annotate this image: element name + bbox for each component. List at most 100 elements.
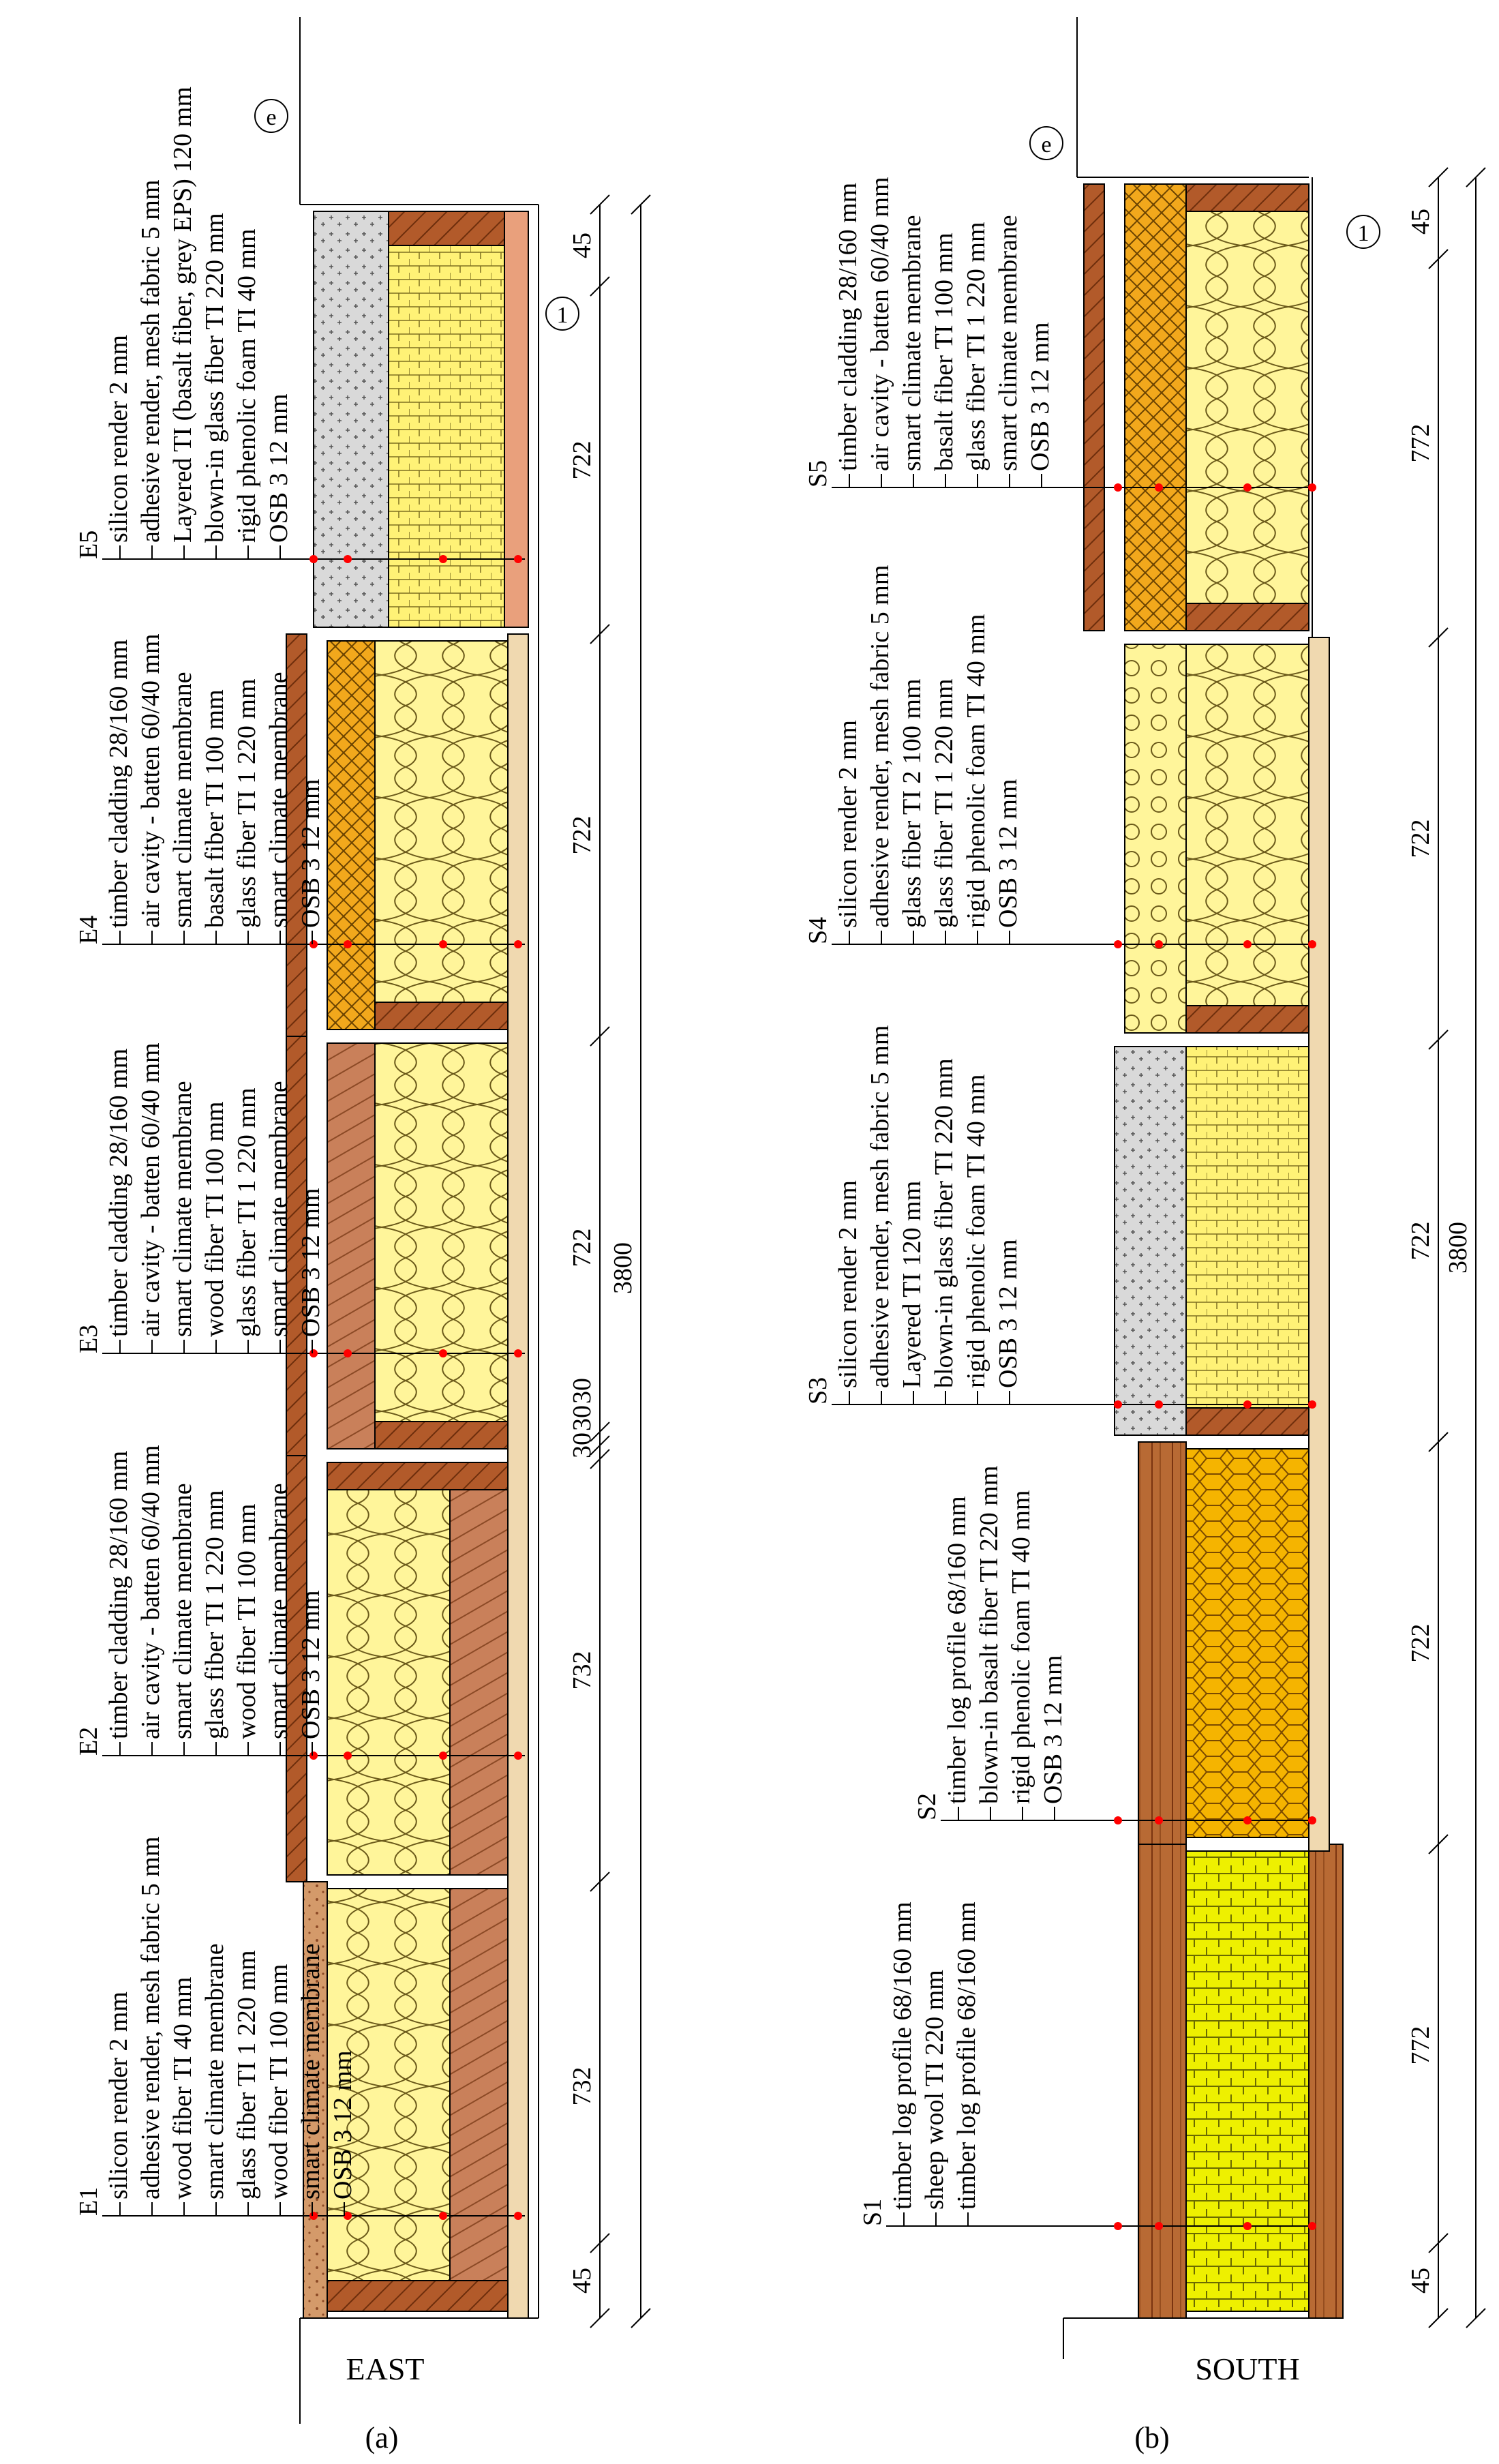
layer-label: smart climate membrane [264,1483,293,1739]
dimension-tick [590,624,610,644]
layer-label: wood fiber TI 100 mm [232,1504,261,1739]
layer-label: timber cladding 28/160 mm [104,1451,133,1739]
axis-marker-circle [254,99,288,133]
dimension-value: 772 [1406,424,1435,463]
osb-board [507,633,529,2319]
layer-label: air cavity - batten 60/40 mm [136,633,165,928]
timber-stud [374,1421,509,1449]
basalt-fiber [327,640,376,1030]
dimension-value: 722 [1406,820,1435,858]
sample-point [514,940,522,948]
dimension-value: 30 [568,1378,596,1404]
dimension-value: 722 [1406,1222,1435,1261]
sample-point [344,555,352,563]
sample-point [1243,1400,1252,1409]
axis-marker: e [1041,132,1051,157]
glass-fiber-ti1 [327,1888,451,2312]
layer-label: air cavity - batten 60/40 mm [136,1445,165,1739]
layer-label: air cavity - batten 60/40 mm [136,1042,165,1337]
layer-label: Layered TI 120 mm [898,1181,926,1388]
layer-label: blown-in glass fiber TI 220 mm [930,1058,958,1388]
timber-stud [1185,1407,1309,1436]
layer-label: wood fiber TI 100 mm [264,1964,293,2199]
sample-point [1114,1816,1122,1824]
layer-label: timber log profile 68/160 mm [943,1496,971,1804]
panel-caption: (b) [1134,2421,1169,2454]
layer-label: silicon render 2 mm [834,720,862,928]
dimension-tick [590,1872,610,1892]
sample-point [439,555,447,563]
layer-label: silicon render 2 mm [104,1992,133,2199]
layer-label: glass fiber TI 1 220 mm [200,1490,229,1739]
sample-point [344,940,352,948]
grid-marker: 1 [1358,221,1369,246]
timber-stud [1185,603,1309,631]
timber-log-profile [1138,1441,1187,1845]
blown-in-glass-fiber [388,211,505,628]
dimension-value: 722 [568,816,596,855]
layer-label: glass fiber TI 1 220 mm [232,678,261,928]
layer-label: adhesive render, mesh fabric 5 mm [136,1837,165,2199]
sample-point [1308,1816,1316,1824]
dimension-value: 45 [1406,2268,1435,2294]
dimension-tick [590,276,610,297]
glass-fiber-ti1 [1185,644,1309,1034]
glass-fiber-ti1 [1185,183,1309,631]
layer-label: rigid phenolic foam TI 40 mm [1007,1490,1035,1805]
layer-label: glass fiber TI 1 220 mm [232,1087,261,1337]
layer-label: smart climate membrane [168,672,197,928]
sample-point [309,1752,318,1760]
dimension-value: 722 [568,441,596,480]
layer-label: silicon render 2 mm [834,1180,862,1388]
dimension-tick [1428,249,1449,269]
sample-point [1155,2222,1163,2230]
layer-label: rigid phenolic foam TI 40 mm [962,1075,990,1389]
layer-label: timber cladding 28/160 mm [104,1049,133,1337]
sample-point [1155,1400,1163,1409]
dimension-tick [1428,2308,1449,2328]
section-tag: E2 [74,1727,103,1756]
layer-label: OSB 3 12 mm [994,779,1023,928]
dimension-tick [590,2308,610,2328]
panel-title: EAST [346,2352,425,2386]
dimension-tick [1428,1834,1449,1854]
dimension-tick [590,194,610,215]
wood-fiber [449,1888,509,2312]
dimension-tick [631,194,651,215]
sample-point [309,555,318,563]
layer-label: OSB 3 12 mm [1026,322,1055,471]
layer-label: OSB 3 12 mm [1039,1655,1068,1804]
grid-marker: 1 [557,303,569,328]
section-tag: E5 [74,530,103,559]
layer-label: smart climate membrane [168,1483,197,1739]
timber-stud [388,211,505,246]
sample-point [439,2212,447,2220]
layer-label: OSB 3 12 mm [994,1239,1023,1388]
layer-label: smart climate membrane [168,1081,197,1337]
layer-label: timber log profile 68/160 mm [952,1902,981,2210]
total-dimension: 3800 [1444,1222,1472,1274]
dimension-tick [590,1026,610,1047]
sample-point [344,1349,352,1357]
sample-point [1114,483,1122,492]
dimension-value: 45 [568,232,596,258]
dimension-tick [1428,627,1449,648]
blown-in-glass-fiber [1185,1046,1309,1436]
dimension-value: 45 [568,2268,596,2294]
layer-label: glass fiber TI 1 220 mm [930,678,958,928]
sample-point [1114,2222,1122,2230]
basalt-fiber-blown [1185,1448,1309,1838]
dimension-value: 772 [1406,2026,1435,2065]
dimension-value: 722 [1406,1624,1435,1663]
timber-stud [374,1002,509,1030]
layer-label: timber cladding 28/160 mm [834,183,862,471]
layer-label: OSB 3 12 mm [297,1590,325,1739]
sample-point [514,2212,522,2220]
layer-label: adhesive render, mesh fabric 5 mm [136,180,165,543]
sample-point [439,1349,447,1357]
sheep-wool [1185,1850,1309,2312]
wood-fiber [449,1462,509,1876]
layer-label: basalt fiber TI 100 mm [200,689,229,928]
